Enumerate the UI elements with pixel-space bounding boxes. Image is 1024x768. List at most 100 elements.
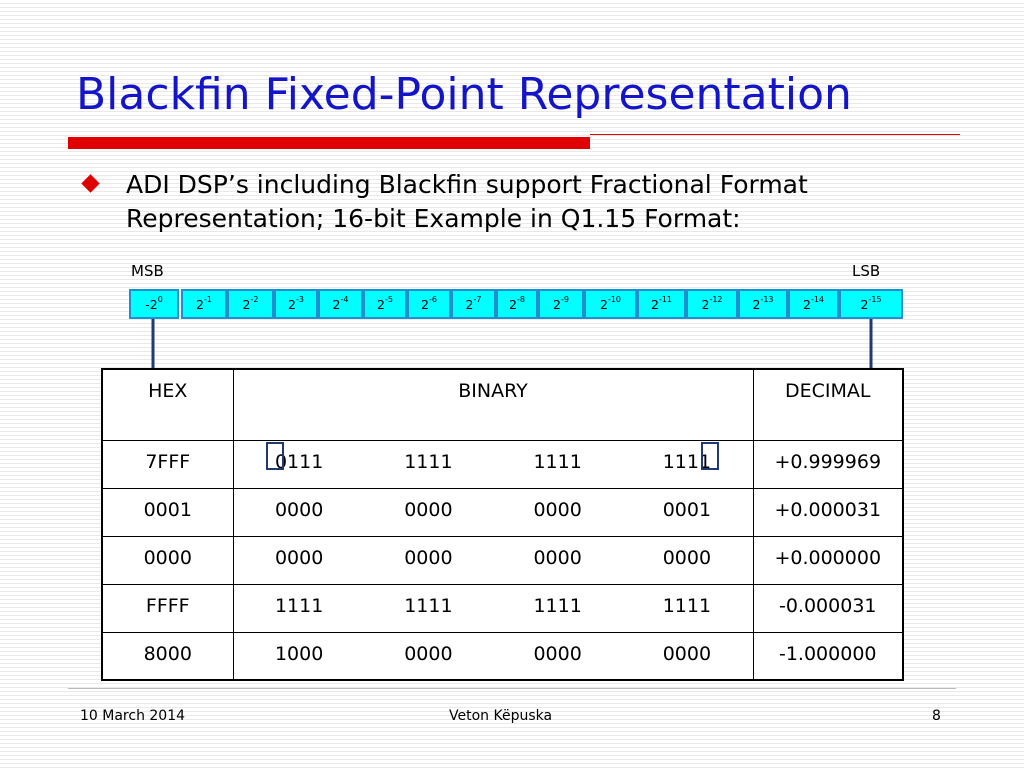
bit-weight-cell: 2-2 [227, 289, 274, 319]
bit-weight-base: 2 [288, 296, 296, 312]
bit-weight-base: 2 [553, 296, 561, 312]
footer-date: 10 March 2014 [80, 708, 186, 724]
bit-weight-exponent: -14 [810, 294, 825, 304]
bit-weight-cell: 2-6 [407, 289, 451, 319]
bit-weight-cell: 2-5 [363, 289, 407, 319]
footer-divider [68, 688, 956, 689]
bit-weight-base: 2 [701, 296, 710, 312]
binary-nibble: 1000 [274, 642, 324, 665]
bit-weight-exponent: -12 [709, 294, 723, 304]
table-row: 7FFF 0111 1111 1111 1111 +0.999969 [101, 439, 904, 489]
hex-cell: 0001 [101, 487, 234, 537]
binary-nibble: 1111 [404, 450, 453, 473]
bit-weight-exponent: -2 [250, 294, 259, 304]
bit-weight-base: 2 [802, 296, 811, 312]
bit-weight-cell: 2-13 [738, 289, 788, 319]
title-accent-bar [68, 137, 590, 149]
bit-weight-exponent: -9 [560, 294, 569, 304]
bit-weight-cell: 2-15 [839, 289, 903, 319]
bit-weight-exponent: -3 [295, 294, 304, 304]
lsb-highlight-box [701, 442, 719, 470]
hex-cell: 8000 [101, 631, 234, 681]
binary-nibble: 0111 [274, 450, 324, 473]
lsb-label: LSB [852, 262, 881, 280]
hex-cell: 7FFF [101, 439, 234, 489]
decimal-cell: +0.999969 [752, 439, 904, 489]
bit-weight-exponent: -13 [760, 294, 774, 304]
binary-cell: 0111 1111 1111 1111 [232, 439, 754, 489]
binary-nibble: 0000 [533, 546, 582, 569]
slide-title: Blackfin Fixed-Point Representation [76, 69, 852, 120]
binary-nibble: 0000 [274, 498, 324, 521]
bit-weight-exponent: -7 [473, 294, 482, 304]
binary-nibble: 1111 [533, 594, 582, 617]
bit-weight-exponent: -10 [607, 294, 622, 304]
decimal-cell: +0.000031 [752, 487, 904, 537]
table-row: FFFF 1111 1111 1111 1111 -0.000031 [101, 583, 904, 633]
bit-weight-base: 2 [650, 296, 659, 312]
bit-weight-base: -2 [145, 296, 158, 312]
binary-nibble: 1111 [274, 594, 324, 617]
bit-weight-exponent: -6 [428, 294, 437, 304]
title-accent-line [590, 134, 960, 135]
bit-weight-cell: 2-11 [637, 289, 686, 319]
bit-weight-base: 2 [242, 296, 251, 312]
slide-number: 8 [932, 708, 941, 724]
header-binary: BINARY [232, 368, 754, 441]
binary-nibble: 1111 [662, 450, 712, 473]
bit-weight-base: 2 [196, 296, 204, 312]
binary-nibble: 0000 [662, 546, 712, 569]
bit-weight-base: 2 [752, 296, 761, 312]
bit-weight-base: 2 [332, 296, 341, 312]
binary-nibble: 1111 [662, 594, 712, 617]
bit-weight-cell: 2-9 [538, 289, 584, 319]
decimal-cell: +0.000000 [752, 535, 904, 585]
bit-weight-exponent: -1 [203, 294, 212, 304]
footer-author: Veton Këpuska [449, 708, 553, 724]
msb-highlight-box [266, 442, 284, 470]
bit-weight-cell: 2-12 [686, 289, 738, 319]
bit-weight-exponent: -15 [868, 294, 882, 304]
binary-nibble: 1111 [533, 450, 582, 473]
fixed-point-table: HEX BINARY DECIMAL 7FFF 0111 1111 1111 1111 +… [101, 368, 904, 681]
hex-cell: FFFF [101, 583, 234, 633]
bit-weight-base: 2 [509, 296, 517, 312]
binary-nibble: 0000 [533, 498, 582, 521]
bit-weight-exponent: -8 [516, 294, 525, 304]
binary-nibble: 0000 [533, 642, 582, 665]
bit-weight-base: 2 [599, 296, 608, 312]
bit-weight-cell: 2-14 [788, 289, 839, 319]
bit-weight-cell: 2-8 [496, 289, 538, 319]
binary-nibble: 0000 [274, 546, 324, 569]
bit-weight-base: 2 [860, 296, 869, 312]
binary-nibble: 0000 [404, 642, 453, 665]
bit-weight-cell: 2-4 [318, 289, 363, 319]
bit-weight-exponent: -4 [340, 294, 349, 304]
binary-nibble: 1111 [404, 594, 453, 617]
binary-cell: 1111 1111 1111 1111 [232, 583, 754, 633]
hex-cell: 0000 [101, 535, 234, 585]
msb-label: MSB [131, 262, 164, 280]
bit-weight-base: 2 [465, 296, 474, 312]
bullet-text: ADI DSP’s including Blackfin support Fra… [126, 170, 808, 233]
binary-nibble: 0001 [662, 498, 712, 521]
decimal-cell: -1.000000 [752, 631, 904, 681]
bit-weight-cell: 2-1 [181, 289, 227, 319]
bit-weight-base: 2 [377, 296, 385, 312]
header-hex: HEX [101, 368, 234, 441]
bit-weight-cell: 2-3 [274, 289, 318, 319]
header-decimal: DECIMAL [752, 368, 904, 441]
bit-weight-cell: 2-7 [451, 289, 496, 319]
bit-weight-cell: 2-10 [584, 289, 637, 319]
bit-weight-exponent: -11 [658, 294, 673, 304]
bit-weight-exponent: 0 [157, 294, 163, 304]
bit-weight-exponent: -5 [384, 294, 393, 304]
decimal-cell: -0.000031 [752, 583, 904, 633]
diamond-bullet-icon [81, 174, 100, 193]
